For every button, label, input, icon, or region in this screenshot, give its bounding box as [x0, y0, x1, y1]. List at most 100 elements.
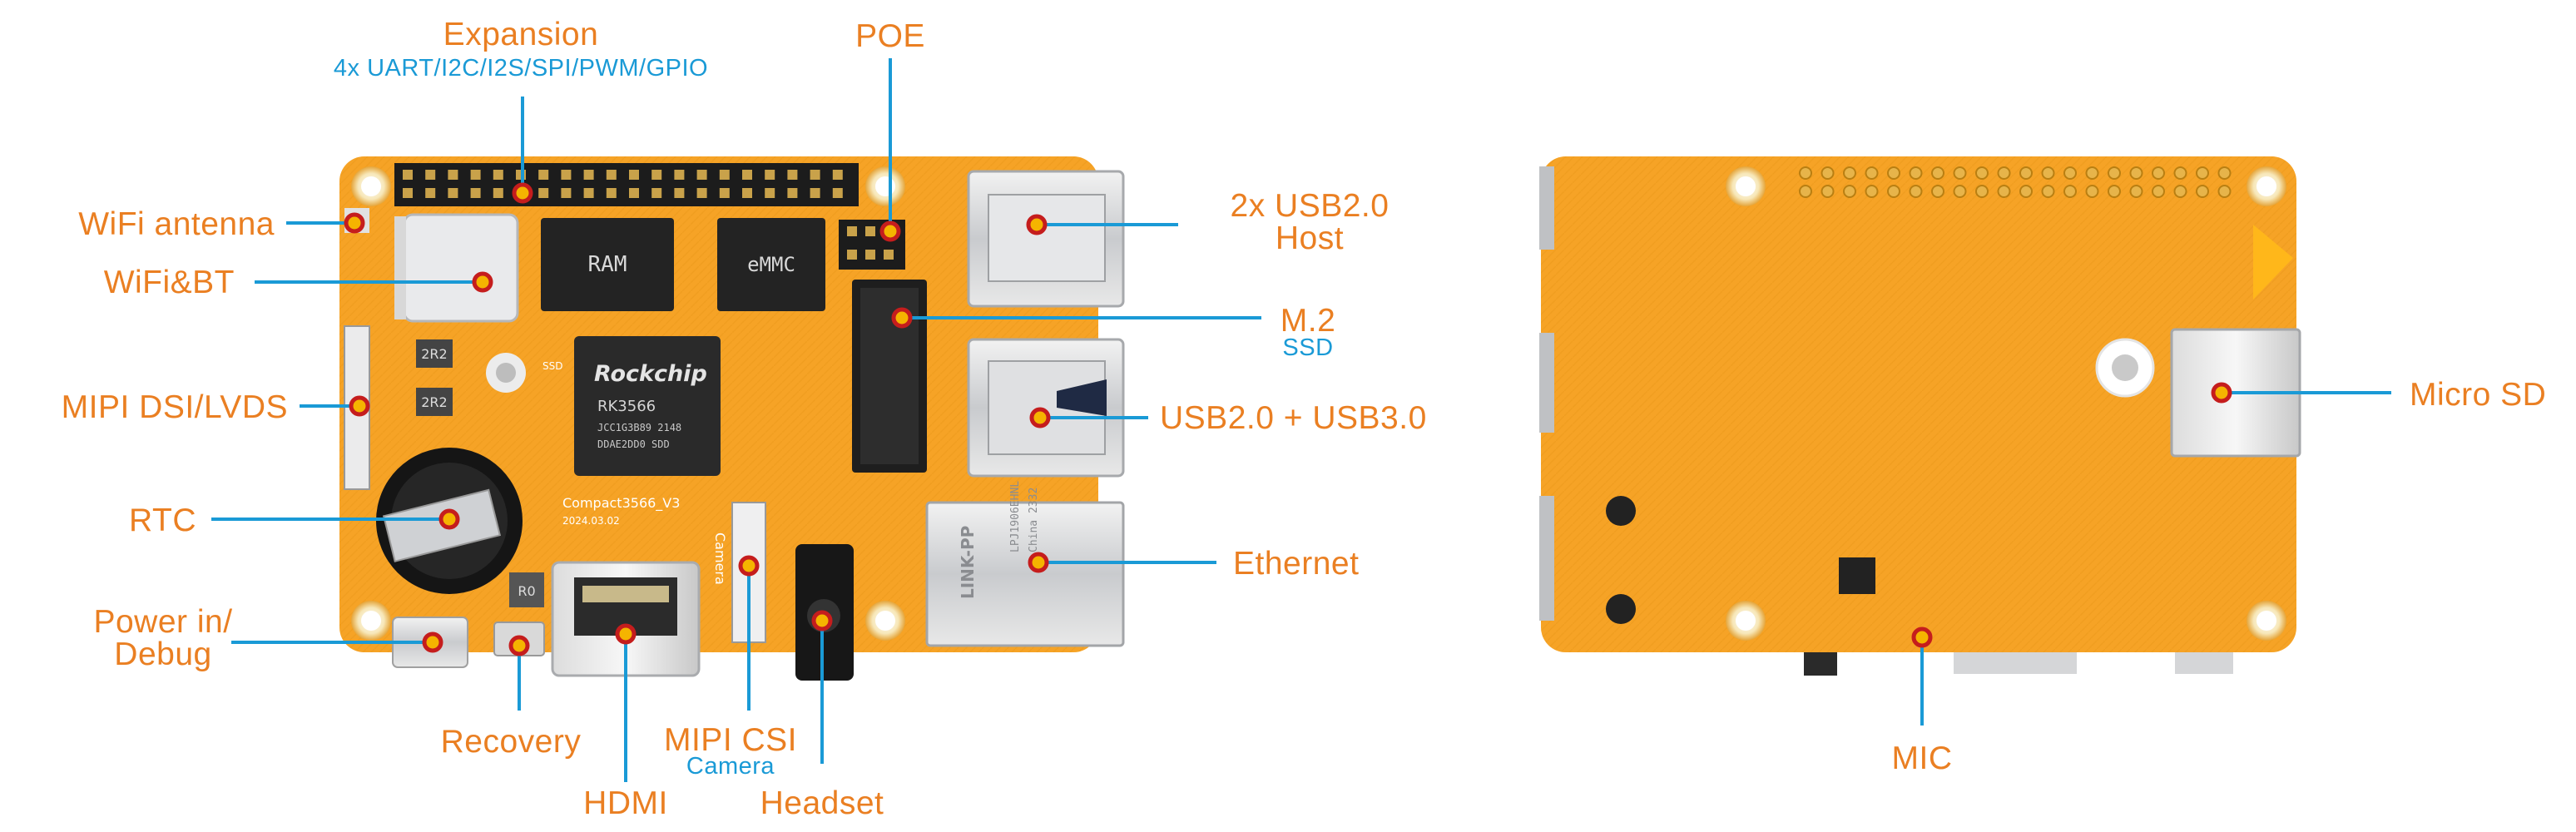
- gpio-pin: [606, 170, 617, 180]
- back-pin-pad: [1799, 185, 1812, 198]
- gpio-pin: [696, 170, 707, 180]
- label-micro-sd: Micro SD: [2410, 377, 2547, 413]
- back-pin-pad: [2217, 166, 2232, 180]
- gpio-pin: [629, 170, 639, 180]
- ram-silk: RAM: [588, 252, 627, 277]
- gpio-pin: [810, 188, 820, 198]
- back-pin-pad: [2063, 185, 2077, 198]
- back-pin-pad: [1953, 185, 1967, 198]
- back-pin-pad: [2085, 185, 2099, 198]
- label-usb2-host-line2: Host: [1275, 220, 1345, 256]
- back-pin-pad: [2173, 185, 2187, 198]
- back-pin-pad: [2217, 185, 2232, 198]
- back-pin-pad: [2196, 185, 2209, 198]
- gpio-pin: [583, 170, 594, 180]
- linkpp-silk-1: LPJ1906EHNL: [1009, 481, 1022, 552]
- gpio-pin: [696, 188, 707, 198]
- linkpp-silk: LINK-PP: [958, 526, 978, 599]
- label-power-in-line2: Debug: [114, 636, 212, 672]
- gpio-pin: [742, 188, 752, 198]
- ethernet-port: [925, 501, 1125, 647]
- gpio-pin: [561, 188, 572, 198]
- soc-model: RK3566: [597, 398, 656, 415]
- gpio-pin: [629, 188, 639, 198]
- gpio-pin: [448, 188, 458, 198]
- gpio-pin: [493, 170, 503, 180]
- label-expansion: Expansion: [443, 17, 599, 52]
- back-pin-pad: [2152, 185, 2165, 198]
- label-mipi-csi-sub: Camera: [686, 753, 775, 780]
- label-wifi-bt: WiFi&BT: [103, 265, 235, 300]
- gpio-pin: [832, 170, 843, 180]
- back-pin-pad: [1931, 166, 1944, 180]
- back-pin-pad: [1865, 185, 1879, 198]
- back-pin-pad: [1821, 185, 1835, 198]
- label-hdmi: HDMI: [583, 785, 668, 821]
- r2r-silk-2: 2R2: [421, 394, 447, 410]
- emmc-chip: [717, 218, 825, 311]
- markers: [344, 182, 2232, 656]
- gpio-pin: [493, 188, 503, 198]
- gpio-pin: [742, 170, 752, 180]
- r2r-silk-1: 2R2: [421, 346, 447, 362]
- back-pin-pad: [1843, 185, 1856, 198]
- emmc-silk: eMMC: [747, 253, 795, 276]
- back-pin-pad: [1909, 185, 1923, 198]
- camera-silk: Camera: [712, 532, 728, 585]
- back-pin-pad: [1887, 166, 1900, 180]
- back-pin-pad: [2019, 166, 2033, 180]
- label-poe: POE: [855, 18, 925, 54]
- label-recovery: Recovery: [440, 724, 582, 760]
- label-rtc: RTC: [129, 503, 196, 538]
- r0-silk: R0: [518, 583, 535, 599]
- gpio-pin: [561, 170, 572, 180]
- back-pin-row: [1799, 166, 2232, 198]
- back-pin-pad: [2063, 166, 2077, 180]
- gpio-pin: [765, 170, 775, 180]
- label-headset: Headset: [760, 785, 884, 821]
- label-m2: M.2: [1280, 303, 1336, 339]
- gpio-pin: [425, 188, 436, 198]
- back-pin-pad: [2129, 185, 2143, 198]
- back-pin-pad: [1865, 166, 1879, 180]
- gpio-pin: [674, 188, 685, 198]
- soc-line2: DDAE2DD0 SDD: [597, 438, 670, 450]
- gpio-pin: [674, 170, 685, 180]
- gpio-pin: [787, 170, 798, 180]
- gpio-pin: [651, 188, 662, 198]
- gpio-pin: [810, 170, 820, 180]
- gpio-pin: [651, 170, 662, 180]
- gpio-pin: [765, 188, 775, 198]
- back-pin-pad: [1997, 166, 2011, 180]
- linkpp-silk-2: China 2332: [1028, 488, 1040, 552]
- gpio-pin: [787, 188, 798, 198]
- gpio-pin: [583, 188, 594, 198]
- back-pin-pad: [2108, 185, 2121, 198]
- back-pin-pad: [2108, 166, 2121, 180]
- gpio-pin: [425, 170, 436, 180]
- gpio-pin: [719, 170, 730, 180]
- label-usb2-host: 2x USB2.0 Host: [1231, 190, 1390, 255]
- label-ethernet: Ethernet: [1233, 546, 1360, 582]
- gpio-pin: [538, 170, 549, 180]
- front-board: RAM eMMC Rockchip RK3566 JCC1G3B89 2148 …: [339, 156, 1125, 681]
- back-pin-pad: [2041, 185, 2055, 198]
- gpio-header: [394, 163, 859, 206]
- back-pin-pad: [1975, 166, 1989, 180]
- gpio-pin: [448, 170, 458, 180]
- label-mic: MIC: [1891, 740, 1953, 776]
- soc-brand: Rockchip: [594, 361, 707, 387]
- label-power-in: Power in/ Debug: [93, 606, 232, 671]
- label-usb2-host-line1: 2x USB2.0: [1230, 188, 1390, 224]
- wifi-module: [403, 213, 519, 323]
- back-pin-pad: [2041, 166, 2055, 180]
- board-name-silk: Compact3566_V3: [562, 495, 680, 512]
- gpio-pin: [403, 188, 413, 198]
- soc-line1: JCC1G3B89 2148: [597, 422, 681, 433]
- board-date-silk: 2024.03.02: [562, 515, 620, 527]
- gpio-pin: [470, 188, 481, 198]
- gpio-pin: [538, 188, 549, 198]
- gpio-pin: [606, 188, 617, 198]
- gpio-pin: [470, 170, 481, 180]
